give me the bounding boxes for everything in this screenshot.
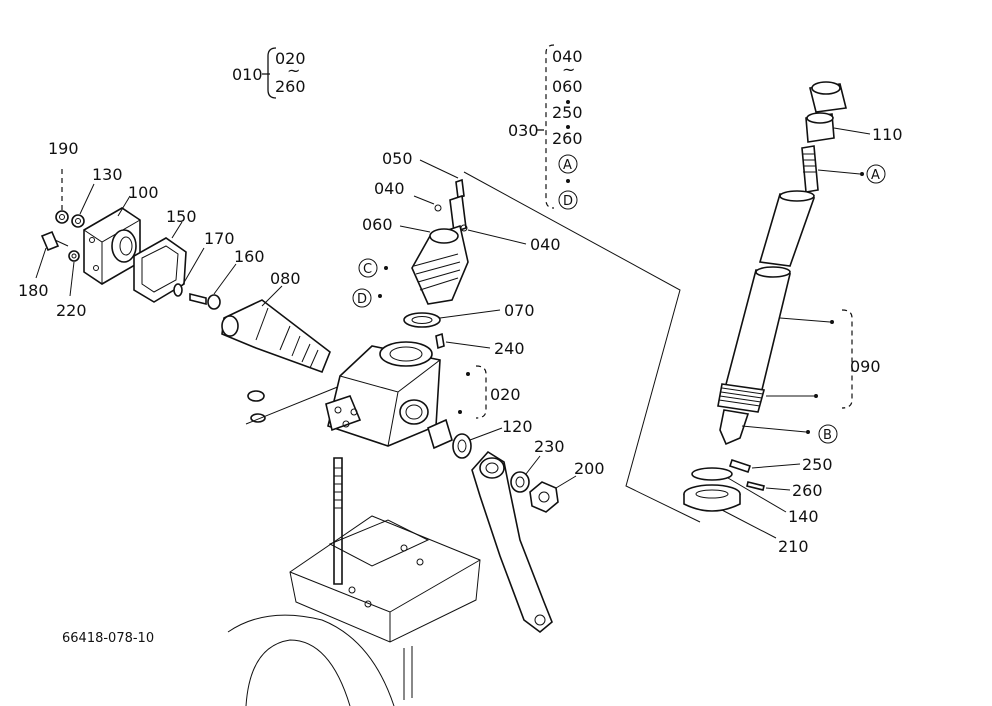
group-030-item-2: 060 (552, 77, 583, 96)
drawing-number: 66418-078-10 (62, 631, 154, 646)
callout-250: 250 (802, 455, 833, 474)
chassis-frame (227, 515, 481, 706)
callout-180: 180 (18, 281, 49, 300)
mark-d: D (357, 292, 367, 307)
group-010-range-from: 020 (275, 49, 306, 68)
callout-140: 140 (788, 507, 819, 526)
callout-050: 050 (382, 149, 413, 168)
callout-260: 260 (792, 481, 823, 500)
callout-060: 060 (362, 215, 393, 234)
mark-b: B (823, 428, 832, 443)
callout-150: 150 (166, 207, 197, 226)
group-030-label: 030 (508, 121, 539, 140)
callout-040-b: 040 (530, 235, 561, 254)
callout-220: 220 (56, 301, 87, 320)
callout-040-a: 040 (374, 179, 405, 198)
callout-130: 130 (92, 165, 123, 184)
callout-230: 230 (534, 437, 565, 456)
callout-170: 170 (204, 229, 235, 248)
callout-070: 070 (504, 301, 535, 320)
group-030-item-6: D (563, 194, 573, 209)
group-030-item-4: 260 (552, 129, 583, 148)
group-030-bracket: 030 040 ~ 060 250 260 A D (508, 44, 583, 210)
steering-column: 110 A 090 B 250 260 (683, 81, 903, 556)
group-010-bracket: 010 020 ~ 260 (232, 47, 306, 99)
group-010-range-to: 260 (275, 77, 306, 96)
callout-020: 020 (490, 385, 521, 404)
callout-080: 080 (270, 269, 301, 288)
callout-200: 200 (574, 459, 605, 478)
group-010-range-tilde: ~ (287, 61, 300, 80)
callout-210: 210 (778, 537, 809, 556)
callout-190: 190 (48, 139, 79, 158)
group-010-label: 010 (232, 65, 263, 84)
centre-parts: 050 040 060 040 C D 070 240 (325, 149, 701, 634)
callout-090: 090 (850, 357, 881, 376)
callout-110: 110 (872, 125, 903, 144)
group-030-item-1: 040 (552, 47, 583, 66)
group-030-tilde: ~ (562, 60, 575, 79)
left-parts: 190 130 100 150 170 160 080 (18, 139, 341, 425)
mark-a: A (871, 168, 880, 183)
callout-160: 160 (234, 247, 265, 266)
group-030-item-5: A (563, 158, 572, 173)
group-030-item-3: 250 (552, 103, 583, 122)
callout-120: 120 (502, 417, 533, 436)
callout-100: 100 (128, 183, 159, 202)
mark-c: C (363, 262, 372, 277)
callout-240: 240 (494, 339, 525, 358)
